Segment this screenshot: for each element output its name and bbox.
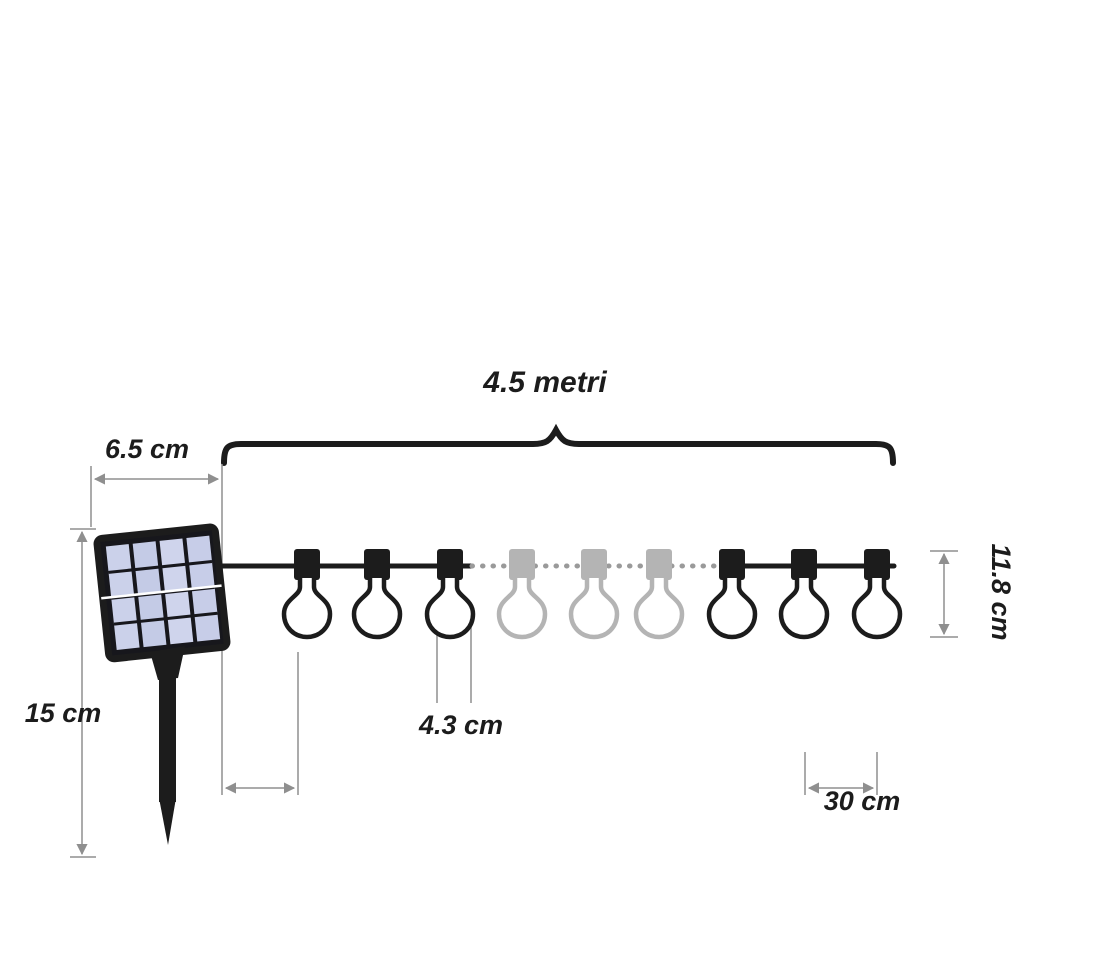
bulb-height-dimension: 11.8 cm — [930, 543, 1016, 641]
bulb — [424, 549, 476, 640]
bulb — [633, 549, 685, 640]
bulb-cap — [791, 549, 817, 580]
bulb-layer — [281, 549, 903, 640]
bulb-glass — [778, 578, 830, 640]
stake-height-label: 15 cm — [25, 698, 102, 728]
bulb-diameter-label: 4.3 cm — [418, 710, 503, 740]
bulb — [706, 549, 758, 640]
bulb-cap — [864, 549, 890, 580]
bulb — [778, 549, 830, 640]
solar-panel — [93, 523, 231, 663]
bulb-cap — [646, 549, 672, 580]
bulb-diameter-dimension: 4.3 cm — [418, 625, 503, 740]
panel-width-label: 6.5 cm — [105, 434, 189, 464]
total-length-brace — [221, 423, 896, 466]
bulb-cap — [581, 549, 607, 580]
bulb-glass — [351, 578, 403, 640]
ground-stake — [150, 646, 185, 845]
stake-tip — [159, 798, 176, 845]
bulb-glass — [281, 578, 333, 640]
bulb-cap — [294, 549, 320, 580]
stake-height-dimension: 15 cm — [25, 528, 102, 858]
bulb — [351, 549, 403, 640]
bulb-glass — [496, 578, 548, 640]
panel-width-dimension: 6.5 cm — [90, 434, 223, 795]
panel-reflection — [101, 584, 222, 600]
bulb-cap — [509, 549, 535, 580]
bulb-glass — [424, 578, 476, 640]
lead-in-spacing-dimension — [224, 652, 299, 795]
bulb-glass — [706, 578, 758, 640]
stake-shaft — [159, 674, 176, 802]
bulb-spacing-dimension: 30 cm — [804, 752, 901, 816]
bulb-glass — [633, 578, 685, 640]
total-length-label: 4.5 metri — [482, 366, 607, 399]
bulb-cap — [364, 549, 390, 580]
bulb — [568, 549, 620, 640]
bulb-height-label: 11.8 cm — [986, 543, 1016, 640]
bulb-spacing-label: 30 cm — [824, 786, 901, 816]
bulb-cap — [437, 549, 463, 580]
bulb-glass — [568, 578, 620, 640]
bulb — [496, 549, 548, 640]
bulb — [851, 549, 903, 640]
stake-collar — [150, 646, 185, 680]
bulb-cap — [719, 549, 745, 580]
bulb — [281, 549, 333, 640]
bulb-glass — [851, 578, 903, 640]
